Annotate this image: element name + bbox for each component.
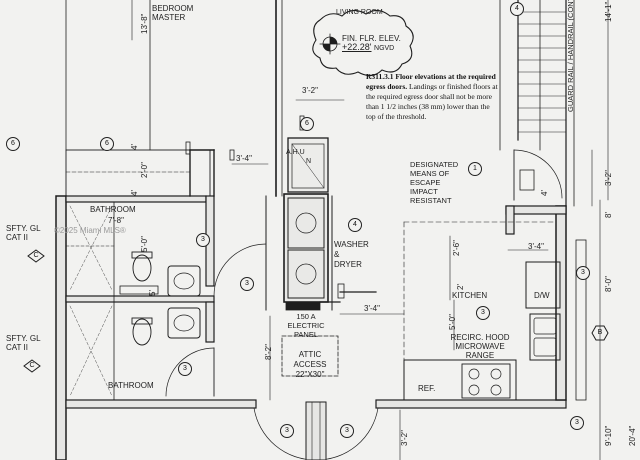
bath-north-wall [65,195,207,203]
dimension: 3'-2" [302,86,318,95]
safety-glass-label-2: SFTY. GL CAT II [6,334,41,352]
range-hood-label: RECIRC. HOOD MICROWAVE RANGE [450,333,510,360]
dimension: 3'-4" [528,242,544,251]
dimension: 4' [540,190,549,196]
dimension: 2' [456,284,465,290]
tag-bubble: 4 [348,218,362,232]
tag-bubble: 3 [576,266,590,280]
room-label-bathroom-bottom: BATHROOM [108,381,154,390]
dimension: 13'-8" [140,13,149,34]
egress-note: DESIGNATED MEANS OF ESCAPE IMPACT RESIST… [410,160,459,205]
west-wall [55,195,67,460]
dimension: 3'-4" [236,154,252,163]
stair-landing-wall [505,205,567,215]
dimension: 7'-8" [108,216,124,225]
tag-bubble: 3 [570,416,584,430]
dimension: 3'-2" [400,430,409,446]
east-wall [555,205,567,401]
tag-bubble: 3 [178,362,192,376]
room-label-living: LIVING ROOM [336,9,383,16]
room-label-bathroom-top: BATHROOM [90,205,136,214]
dimension: 3'-2" [604,170,613,186]
south-wall-right [375,399,567,409]
tag-bubble: 1 [468,162,482,176]
tag-bubble: 3 [240,277,254,291]
tag-diamond: C [29,362,35,369]
guard-rail-note: GUARD RAIL / HANDRAIL (CONTRACTOR TO PRO… [566,0,575,112]
dimension: 14'-1" [604,1,613,22]
code-note: R311.3.1 Floor elevations at the require… [366,72,498,121]
safety-glass-label-1: SFTY. GL CAT II [6,224,41,242]
dimension: 2'-6" [452,240,461,256]
bath-divider-wall [65,295,215,303]
refrigerator-label: REF. [418,384,436,393]
tag-bubble: 6 [100,137,114,151]
room-label-washer-dryer: WASHER & DRYER [334,240,369,269]
tag-bubble: 4 [510,2,524,16]
dishwasher-label: D/W [534,291,550,300]
tag-bubble: 3 [280,424,294,438]
mls-watermark: ©2025 Miami MLS® [54,226,126,235]
attic-access-label: ATTIC ACCESS 22"X30" [293,350,327,379]
dimension: 8' [604,212,613,218]
dimension: 2'-0" [140,162,149,178]
tag-diamond: C [33,252,39,259]
electric-panel-label: 150 A ELECTRIC PANEL [287,312,325,339]
tag-bubble: 6 [6,137,20,151]
tag-bubble: 3 [196,233,210,247]
dimension: 5'-0" [448,314,457,330]
dimension: 4' [130,144,139,150]
dimension: 5'-0" [140,236,149,252]
tag-bubble: 3 [340,424,354,438]
ahu-label: A.H.U N [286,149,312,165]
dimension: 8'-0" [604,276,613,292]
dimension: 5' [148,290,157,296]
dimension: 4' [130,190,139,196]
hex-tag-b [591,325,609,341]
south-wall-left [65,399,257,409]
finish-floor-elevation: FIN. FLR. ELEV. +22.28' NGVD [342,34,401,52]
tag-bubble: 3 [476,306,490,320]
dimension: 20'-4" [628,425,637,446]
dimension: 3'-4" [364,304,380,313]
tag-hexagon: B [597,329,603,336]
tag-bubble: 6 [300,117,314,131]
dimension: 8'-2" [264,344,273,360]
room-label-bedroom: BEDROOM MASTER [152,4,194,22]
dimension: 9'-10" [604,425,613,446]
room-label-kitchen: KITCHEN [452,291,488,300]
